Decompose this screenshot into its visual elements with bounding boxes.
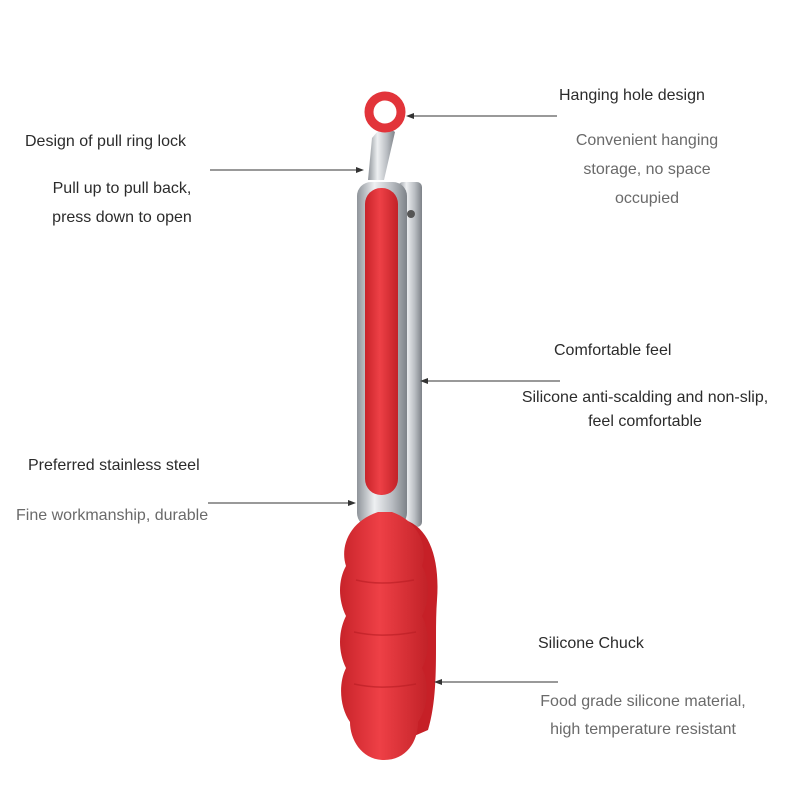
- comfortable-feel-title: Comfortable feel: [554, 342, 672, 359]
- silicone-chuck-desc-line: Food grade silicone material,: [540, 693, 746, 710]
- pull-ring-desc-line: Pull up to pull back,: [52, 180, 192, 197]
- hanging-hole-desc-line: storage, no space: [583, 161, 711, 178]
- pointer-lines: [208, 113, 560, 685]
- hanging-hole-desc: Convenient hanging storage, no space occ…: [547, 126, 747, 213]
- pull-ring-title: Design of pull ring lock: [25, 133, 186, 150]
- comfortable-feel-desc: Silicone anti-scalding and non-slip, fee…: [502, 386, 788, 434]
- comfortable-feel-desc-line: Silicone anti-scalding and non-slip,: [521, 389, 769, 406]
- stainless-steel-title: Preferred stainless steel: [28, 457, 200, 474]
- pull-ring-desc-line: press down to open: [52, 209, 192, 226]
- hanging-hole-desc-line: Convenient hanging: [575, 132, 719, 149]
- pull-ring-desc: Pull up to pull back, press down to open: [22, 174, 222, 232]
- hanging-hole-title: Hanging hole design: [559, 87, 705, 104]
- silicone-chuck-desc: Food grade silicone material, high tempe…: [520, 688, 766, 744]
- front-arm: [340, 182, 428, 760]
- stainless-steel-desc: Fine workmanship, durable: [16, 501, 208, 530]
- stainless-steel-desc-line: Fine workmanship, durable: [16, 507, 209, 524]
- silicone-chuck-desc-line: high temperature resistant: [550, 721, 736, 738]
- hanging-hole-desc-line: occupied: [614, 190, 680, 207]
- silicone-chuck-title: Silicone Chuck: [538, 635, 644, 652]
- comfortable-feel-desc-line: feel comfortable: [588, 413, 702, 430]
- pull-ring-lock: [364, 91, 406, 180]
